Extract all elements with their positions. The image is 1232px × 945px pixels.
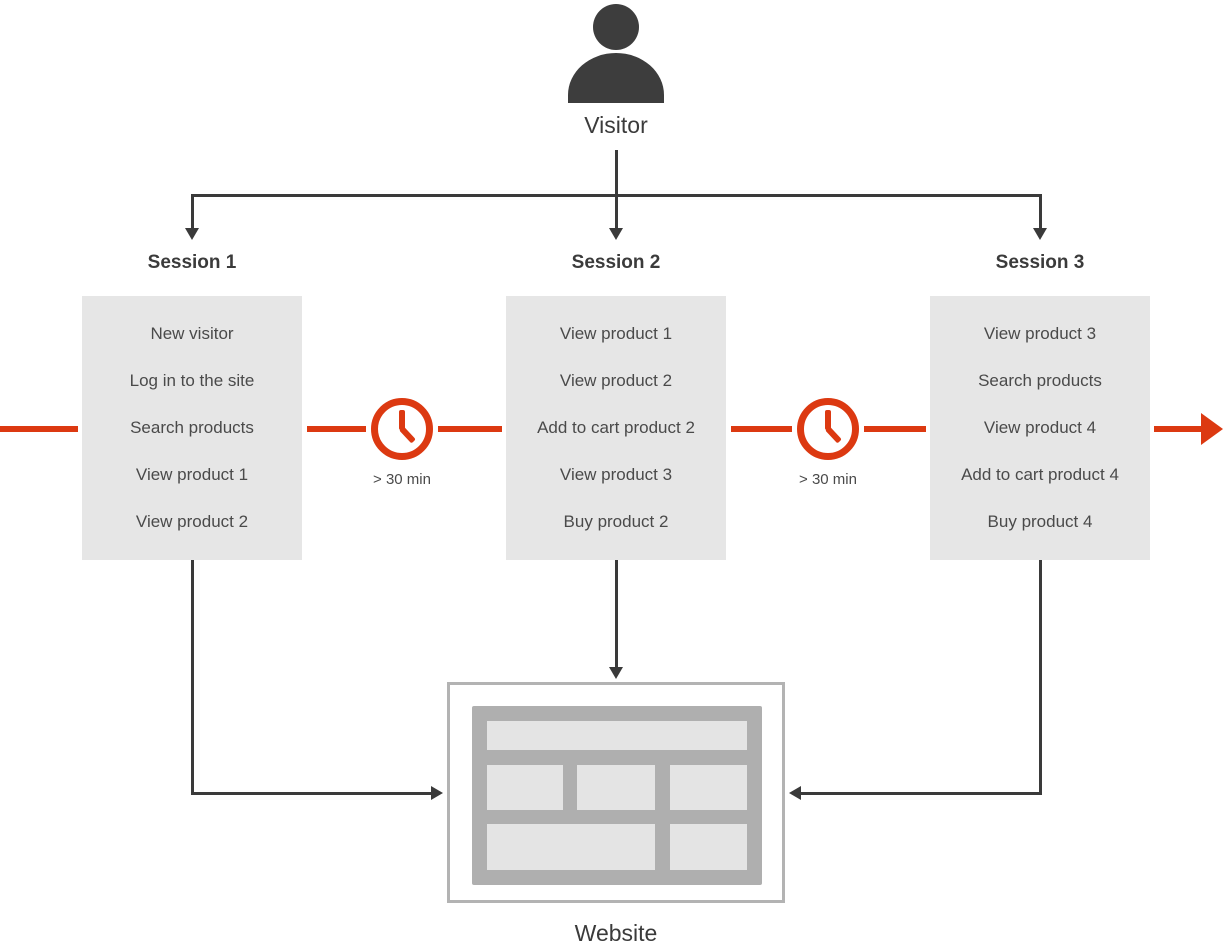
arrowhead-down-icon (609, 667, 623, 679)
session-2-title: Session 2 (571, 252, 661, 273)
session2-website-connector (614, 560, 618, 668)
arrowhead-down-icon (609, 228, 623, 240)
person-head (593, 4, 639, 50)
clock-hand (399, 426, 416, 444)
wireframe-block (670, 765, 747, 810)
session-step: Log in to the site (129, 370, 255, 390)
timeline-segment (0, 426, 78, 432)
timeline-segment (438, 426, 502, 432)
session-1-group: Session 1 New visitor Log in to the site… (82, 250, 302, 560)
session-2-group: Session 2 View product 1 View product 2 … (506, 250, 726, 560)
session-2-box: View product 1 View product 2 Add to car… (506, 296, 726, 560)
session-3-box: View product 3 Search products View prod… (930, 296, 1150, 560)
timeline-segment (307, 426, 366, 432)
wireframe-block (487, 721, 747, 750)
session-step: Search products (978, 370, 1102, 390)
clock-hand (399, 410, 405, 430)
session-step: View product 3 (983, 323, 1097, 343)
session-step: View product 4 (983, 417, 1097, 437)
session-step: Add to cart product 4 (961, 465, 1119, 485)
arrowhead-down-icon (1033, 228, 1047, 240)
arrowhead-down-icon (185, 228, 199, 240)
session-step: View product 1 (135, 465, 249, 485)
timeline-segment (1154, 426, 1202, 432)
session1-website-connector (190, 791, 432, 795)
timeline-segment (731, 426, 792, 432)
gap-duration-label: > 30 min (373, 471, 431, 488)
clock-hand (825, 426, 842, 444)
branch-drop-line-3 (1038, 195, 1042, 229)
wireframe-block (670, 824, 747, 870)
session3-website-connector (1038, 560, 1042, 794)
session-3-group: Session 3 View product 3 Search products… (930, 250, 1150, 560)
branch-drop-line-2 (614, 195, 618, 229)
browser-window-icon (447, 682, 785, 903)
session-step: Buy product 2 (563, 512, 669, 532)
visitor-label: Visitor (584, 112, 648, 138)
session-step: Search products (130, 417, 254, 437)
session-1-box: New visitor Log in to the site Search pr… (82, 296, 302, 560)
wireframe-block (487, 765, 563, 810)
clock-icon (371, 398, 433, 460)
person-body (568, 53, 664, 103)
session-1-title: Session 1 (147, 252, 237, 273)
session-step: Buy product 4 (987, 512, 1093, 532)
session-3-title: Session 3 (995, 252, 1085, 273)
branch-drop-line-1 (190, 195, 194, 229)
timeline-arrowhead-icon (1201, 413, 1223, 445)
arrowhead-right-icon (431, 786, 443, 800)
session-step: View product 3 (559, 465, 673, 485)
visitor-stem-line (614, 150, 618, 196)
session1-website-connector (190, 560, 194, 794)
session-step: View product 2 (135, 512, 249, 532)
wireframe-block (577, 765, 655, 810)
clock-hand (825, 410, 831, 430)
session-step: View product 2 (559, 370, 673, 390)
session-step: New visitor (150, 323, 234, 343)
session-step: Add to cart product 2 (537, 417, 695, 437)
person-icon (568, 2, 664, 103)
clock-icon (797, 398, 859, 460)
wireframe-block (487, 824, 655, 870)
arrowhead-left-icon (789, 786, 801, 800)
session3-website-connector (800, 791, 1042, 795)
session-step: View product 1 (559, 323, 673, 343)
gap-duration-label: > 30 min (799, 471, 857, 488)
browser-content (472, 706, 762, 885)
website-label: Website (574, 920, 658, 945)
timeline-segment (864, 426, 926, 432)
